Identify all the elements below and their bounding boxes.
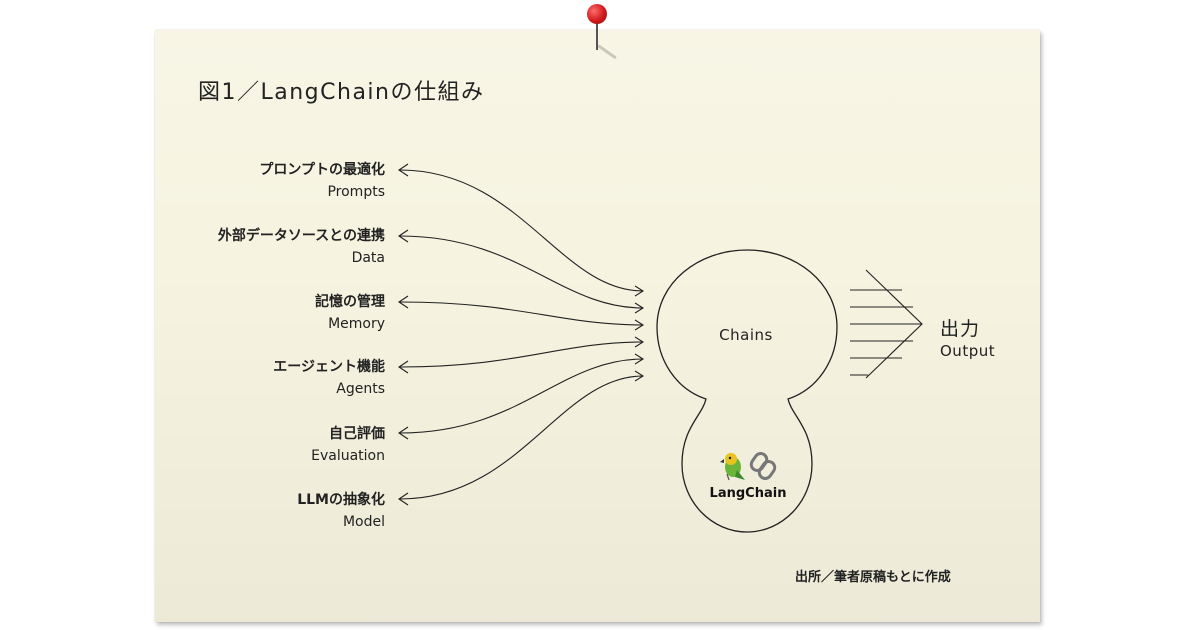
input-label-en: Memory: [328, 316, 385, 332]
paper-note: [155, 30, 1040, 622]
arrowhead-icon: [634, 353, 645, 365]
arrowhead-icon: [634, 285, 645, 297]
input-label-memory: 記憶の管理 Memory: [315, 292, 385, 334]
arrowhead-icon: [634, 370, 645, 382]
chain-link-icon: [749, 452, 777, 480]
input-flow-line: [399, 341, 644, 368]
output-label-jp: 出力: [940, 318, 981, 340]
langchain-logo: [720, 452, 777, 481]
parrot-icon: [720, 453, 745, 481]
output-label-en: Output: [940, 342, 996, 360]
arrowhead-icon: [398, 295, 409, 309]
input-label-en: Data: [351, 250, 385, 266]
input-label-en: Prompts: [327, 184, 385, 200]
pin-stick: [596, 14, 598, 50]
input-label-agents: エージェント機能 Agents: [273, 357, 385, 399]
arrowhead-icon: [398, 360, 409, 374]
input-label-jp: 自己評価: [329, 426, 385, 442]
input-label-model: LLMの抽象化 Model: [297, 490, 385, 532]
input-label-jp: 記憶の管理: [315, 294, 385, 310]
arrowhead-icon: [398, 426, 409, 440]
source-note: 出所／筆者原稿もとに作成: [795, 570, 951, 585]
pushpin-icon: [587, 4, 607, 24]
arrowhead-icon: [634, 319, 645, 331]
chains-outline: [656, 249, 838, 533]
input-label-en: Model: [342, 514, 385, 530]
arrowhead-icon: [634, 336, 645, 348]
arrowhead-icon: [398, 163, 409, 177]
input-flow-line: [399, 358, 644, 434]
input-label-en: Agents: [336, 381, 385, 397]
input-label-data: 外部データソースとの連携 Data: [218, 226, 385, 268]
input-label-jp: 外部データソースとの連携: [217, 228, 385, 244]
input-label-jp: LLMの抽象化: [297, 492, 385, 508]
figure-title: 図1／LangChainの仕組み: [198, 80, 485, 105]
input-flow-line: [399, 169, 644, 292]
input-label-en: Evaluation: [311, 448, 385, 464]
input-flow-line: [399, 235, 644, 309]
input-label-jp: エージェント機能: [273, 359, 385, 375]
input-label-jp: プロンプトの最適化: [259, 162, 385, 178]
input-label-prompts: プロンプトの最適化 Prompts: [259, 160, 385, 202]
langchain-logo-text: LangChain: [709, 486, 787, 501]
chains-label: Chains: [719, 326, 773, 344]
arrowhead-icon: [634, 302, 645, 314]
input-label-evaluation: 自己評価 Evaluation: [311, 424, 385, 466]
input-flow-line: [399, 375, 644, 500]
arrowhead-icon: [398, 492, 409, 506]
input-flow-line: [399, 301, 644, 326]
arrowhead-icon: [398, 229, 409, 243]
